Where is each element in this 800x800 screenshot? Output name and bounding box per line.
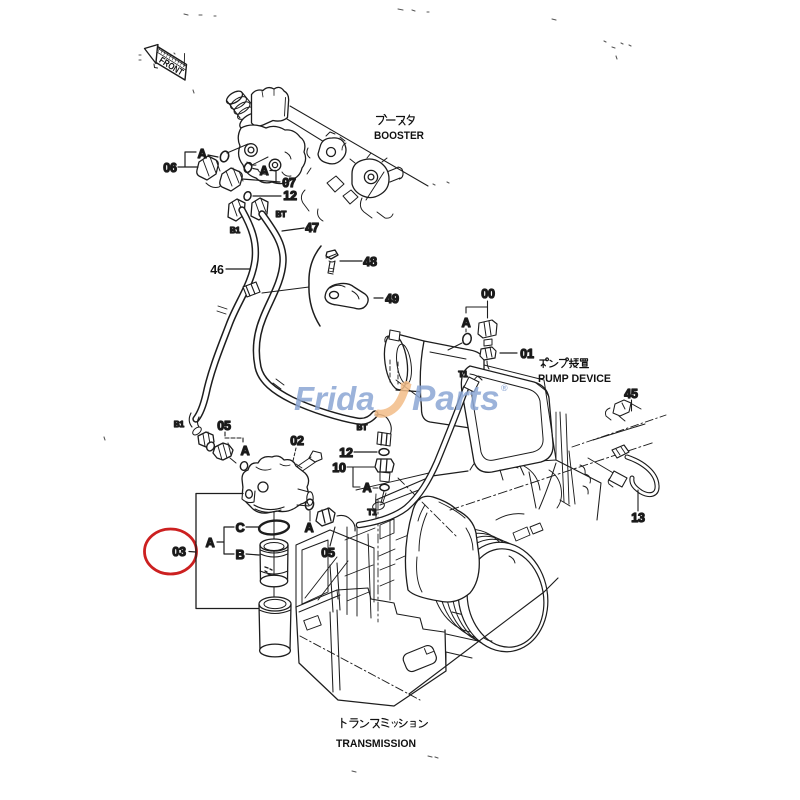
svg-text:12: 12 (283, 189, 297, 203)
svg-text:47: 47 (305, 221, 319, 235)
svg-text:BT: BT (276, 210, 287, 219)
svg-text:A: A (206, 536, 215, 550)
svg-text:B1: B1 (230, 226, 241, 235)
svg-text:Frida: Frida (294, 380, 375, 417)
svg-text:A: A (260, 164, 269, 178)
svg-text:07: 07 (282, 176, 296, 190)
svg-text:00: 00 (481, 287, 495, 301)
svg-text:A: A (241, 444, 250, 458)
svg-text:05: 05 (321, 546, 335, 560)
svg-text:T1: T1 (458, 370, 468, 379)
svg-text:03: 03 (172, 545, 186, 559)
svg-text:48: 48 (363, 255, 377, 269)
svg-text:01: 01 (520, 347, 534, 361)
svg-text:C: C (236, 521, 245, 535)
svg-text:A: A (363, 481, 372, 495)
svg-text:TRANSMISSION: TRANSMISSION (336, 738, 416, 750)
svg-text:T1: T1 (367, 508, 377, 517)
svg-text:A: A (305, 521, 314, 535)
svg-text:®: ® (501, 383, 508, 393)
svg-text:PUMP DEVICE: PUMP DEVICE (538, 373, 611, 385)
svg-text:A: A (462, 316, 471, 330)
svg-text:49: 49 (385, 292, 399, 306)
svg-text:12: 12 (339, 446, 353, 460)
svg-text:BOOSTER: BOOSTER (374, 130, 424, 142)
svg-text:B1: B1 (174, 420, 185, 429)
svg-text:B: B (236, 548, 245, 562)
svg-text:A: A (198, 147, 207, 161)
svg-text:10: 10 (332, 461, 346, 475)
svg-text:Parts: Parts (412, 379, 500, 418)
svg-text:BT: BT (357, 423, 368, 432)
svg-text:06: 06 (163, 161, 177, 175)
svg-text:45: 45 (624, 387, 638, 401)
svg-text:05: 05 (217, 419, 231, 433)
svg-text:46: 46 (210, 263, 224, 277)
svg-text:13: 13 (631, 511, 645, 525)
svg-text:02: 02 (290, 434, 304, 448)
